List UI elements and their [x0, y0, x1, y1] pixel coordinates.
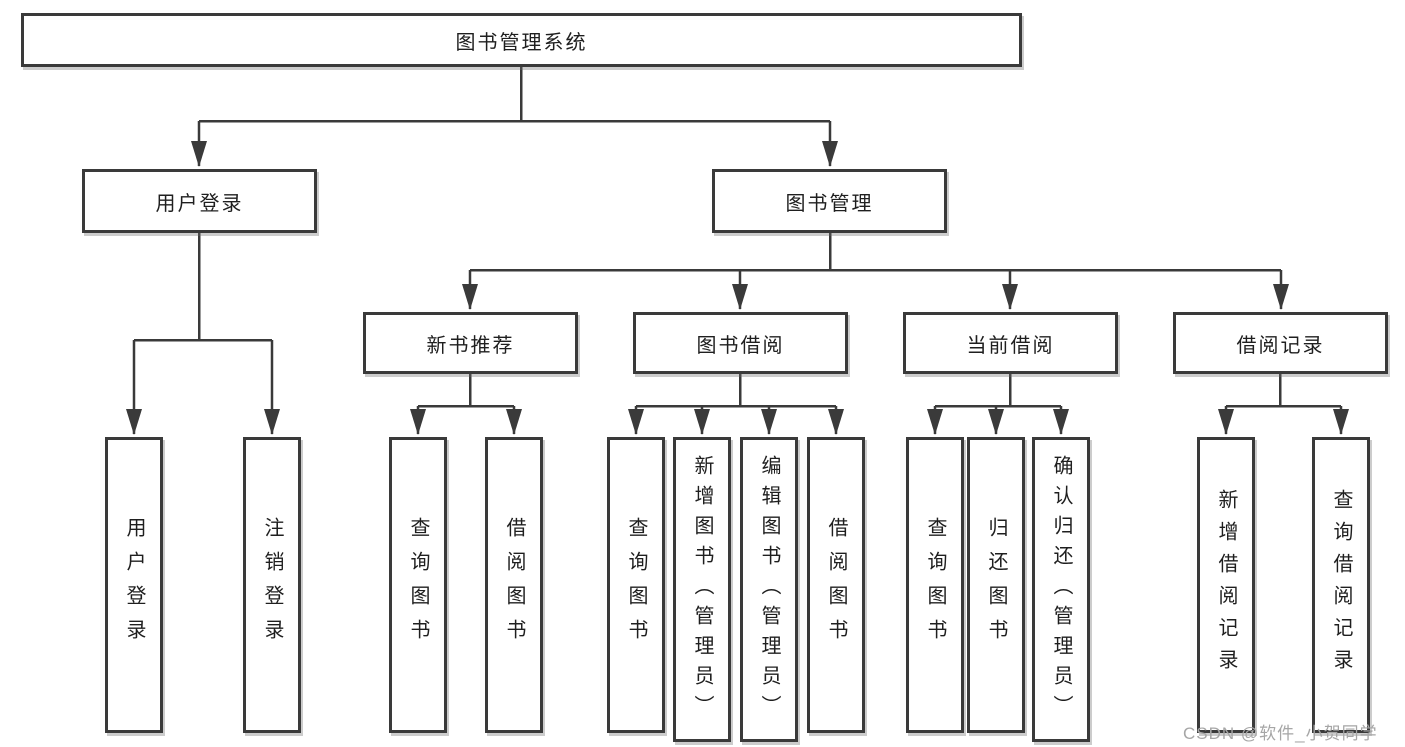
node-leaf-add-book-admin: 新增图书（管理员）	[673, 437, 731, 742]
node-label: 借阅图书	[825, 517, 847, 653]
node-new-book-recommend: 新书推荐	[363, 312, 578, 374]
csdn-watermark: CSDN @软件_小贺同学	[1183, 724, 1378, 743]
node-label: 图书管理系统	[455, 31, 588, 54]
node-label: 当前借阅	[966, 334, 1055, 357]
node-label: 查询图书	[407, 517, 429, 653]
node-label: 归还图书	[985, 517, 1007, 653]
node-label: 确认归还（管理员）	[1050, 454, 1072, 725]
node-leaf-confirm-return-admin: 确认归还（管理员）	[1032, 437, 1090, 742]
node-label: 用户登录	[155, 192, 244, 215]
node-label: 新书推荐	[426, 334, 515, 357]
node-leaf-borrow-book-recommend: 借阅图书	[485, 437, 543, 733]
node-leaf-edit-book-admin: 编辑图书（管理员）	[740, 437, 798, 742]
node-leaf-add-borrow-record: 新增借阅记录	[1197, 437, 1255, 733]
node-label: 借阅图书	[503, 517, 525, 653]
node-label: 图书管理	[785, 192, 874, 215]
node-current-borrow: 当前借阅	[903, 312, 1118, 374]
node-leaf-query-books-current: 查询图书	[906, 437, 964, 733]
node-book-management: 图书管理	[712, 169, 947, 233]
node-book-borrow: 图书借阅	[633, 312, 848, 374]
node-borrow-records: 借阅记录	[1173, 312, 1388, 374]
node-leaf-query-books-recommend: 查询图书	[389, 437, 447, 733]
node-label: 用户登录	[123, 517, 145, 653]
node-label: 查询图书	[625, 517, 647, 653]
node-leaf-borrow-book: 借阅图书	[807, 437, 865, 733]
node-leaf-query-books-borrow: 查询图书	[607, 437, 665, 733]
node-leaf-query-borrow-record: 查询借阅记录	[1312, 437, 1370, 733]
node-label: 查询借阅记录	[1330, 489, 1352, 681]
node-label: 注销登录	[261, 517, 283, 653]
node-root-system: 图书管理系统	[21, 13, 1022, 67]
node-leaf-logout: 注销登录	[243, 437, 301, 733]
connector-trunk-root	[134, 67, 1341, 408]
node-leaf-return-book: 归还图书	[967, 437, 1025, 733]
node-label: 借阅记录	[1236, 334, 1325, 357]
connector-arrows	[126, 121, 1349, 435]
node-user-login: 用户登录	[82, 169, 317, 233]
node-label: 查询图书	[924, 517, 946, 653]
node-leaf-user-login: 用户登录	[105, 437, 163, 733]
node-label: 编辑图书（管理员）	[758, 454, 780, 725]
node-label: 新增借阅记录	[1215, 489, 1237, 681]
node-label: 图书借阅	[696, 334, 785, 357]
node-label: 新增图书（管理员）	[691, 454, 713, 725]
